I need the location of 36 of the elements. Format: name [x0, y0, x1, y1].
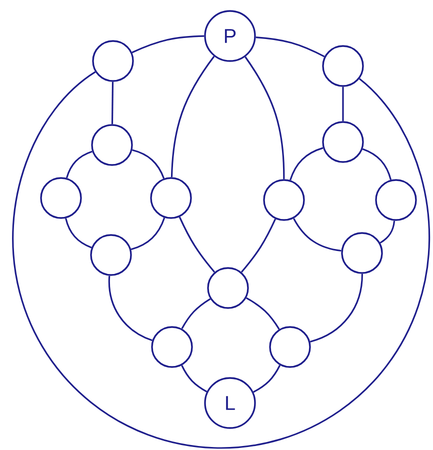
connector-line	[256, 36, 325, 58]
circle	[375, 179, 417, 221]
circle	[263, 179, 305, 221]
connector-line	[246, 297, 280, 330]
connector-line	[170, 56, 215, 178]
circle	[150, 177, 192, 219]
connector-line	[342, 86, 344, 122]
connector-line	[290, 147, 324, 180]
connector-line	[111, 82, 114, 124]
connector-line	[244, 56, 285, 180]
connector-line	[253, 364, 281, 393]
connector-line	[12, 71, 430, 449]
circle	[40, 177, 82, 219]
connector-line	[178, 216, 216, 273]
connector-line	[132, 35, 204, 54]
circle	[269, 326, 311, 368]
circle	[322, 45, 364, 87]
connector-line	[310, 274, 363, 343]
connector-line	[181, 365, 208, 392]
circle	[341, 232, 383, 274]
connector-line	[380, 220, 396, 244]
circle	[92, 40, 134, 82]
connector-line	[293, 218, 342, 252]
connector-line	[181, 298, 211, 330]
connector-line	[362, 148, 392, 180]
connector-line	[66, 150, 92, 178]
circle	[322, 121, 364, 163]
circle	[91, 124, 133, 166]
circle	[90, 234, 132, 276]
connector-line	[240, 218, 276, 273]
circle	[207, 267, 249, 309]
connector-line	[132, 149, 165, 179]
circle	[151, 326, 193, 368]
connector-line	[130, 218, 166, 250]
connector-line	[65, 218, 92, 248]
connector-line	[108, 276, 153, 342]
